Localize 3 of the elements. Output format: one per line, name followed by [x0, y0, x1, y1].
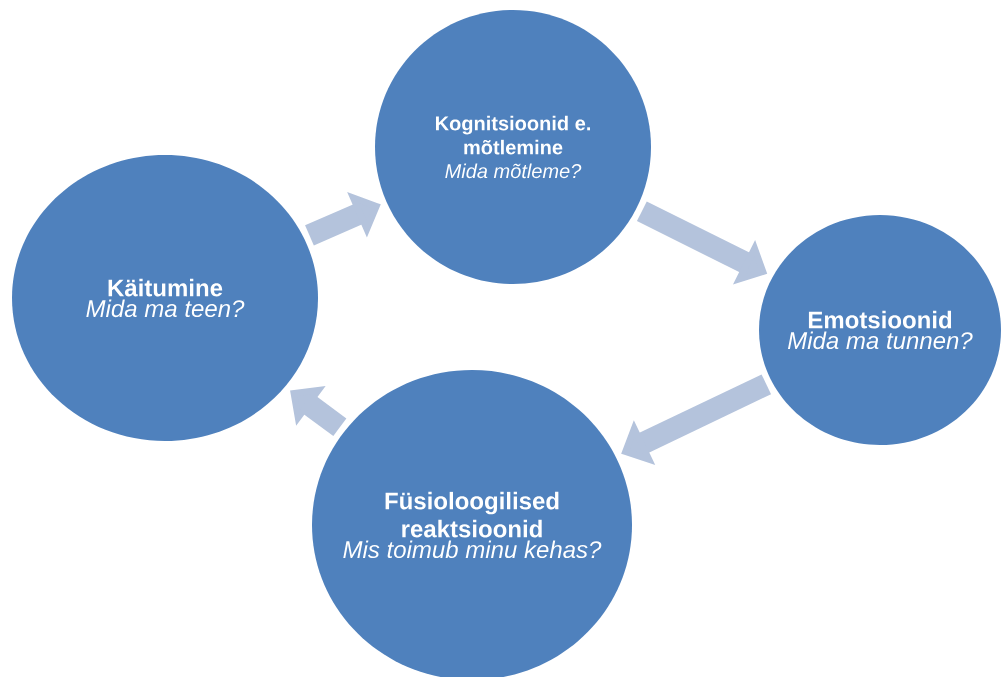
circle-node: Käitumine Mida ma teen? [12, 155, 318, 441]
circle-node: Kognitsioonid e. mõtlemine Mida mõtleme? [375, 10, 651, 284]
circle-node: Emotsioonid Mida ma tunnen? [759, 215, 1001, 445]
